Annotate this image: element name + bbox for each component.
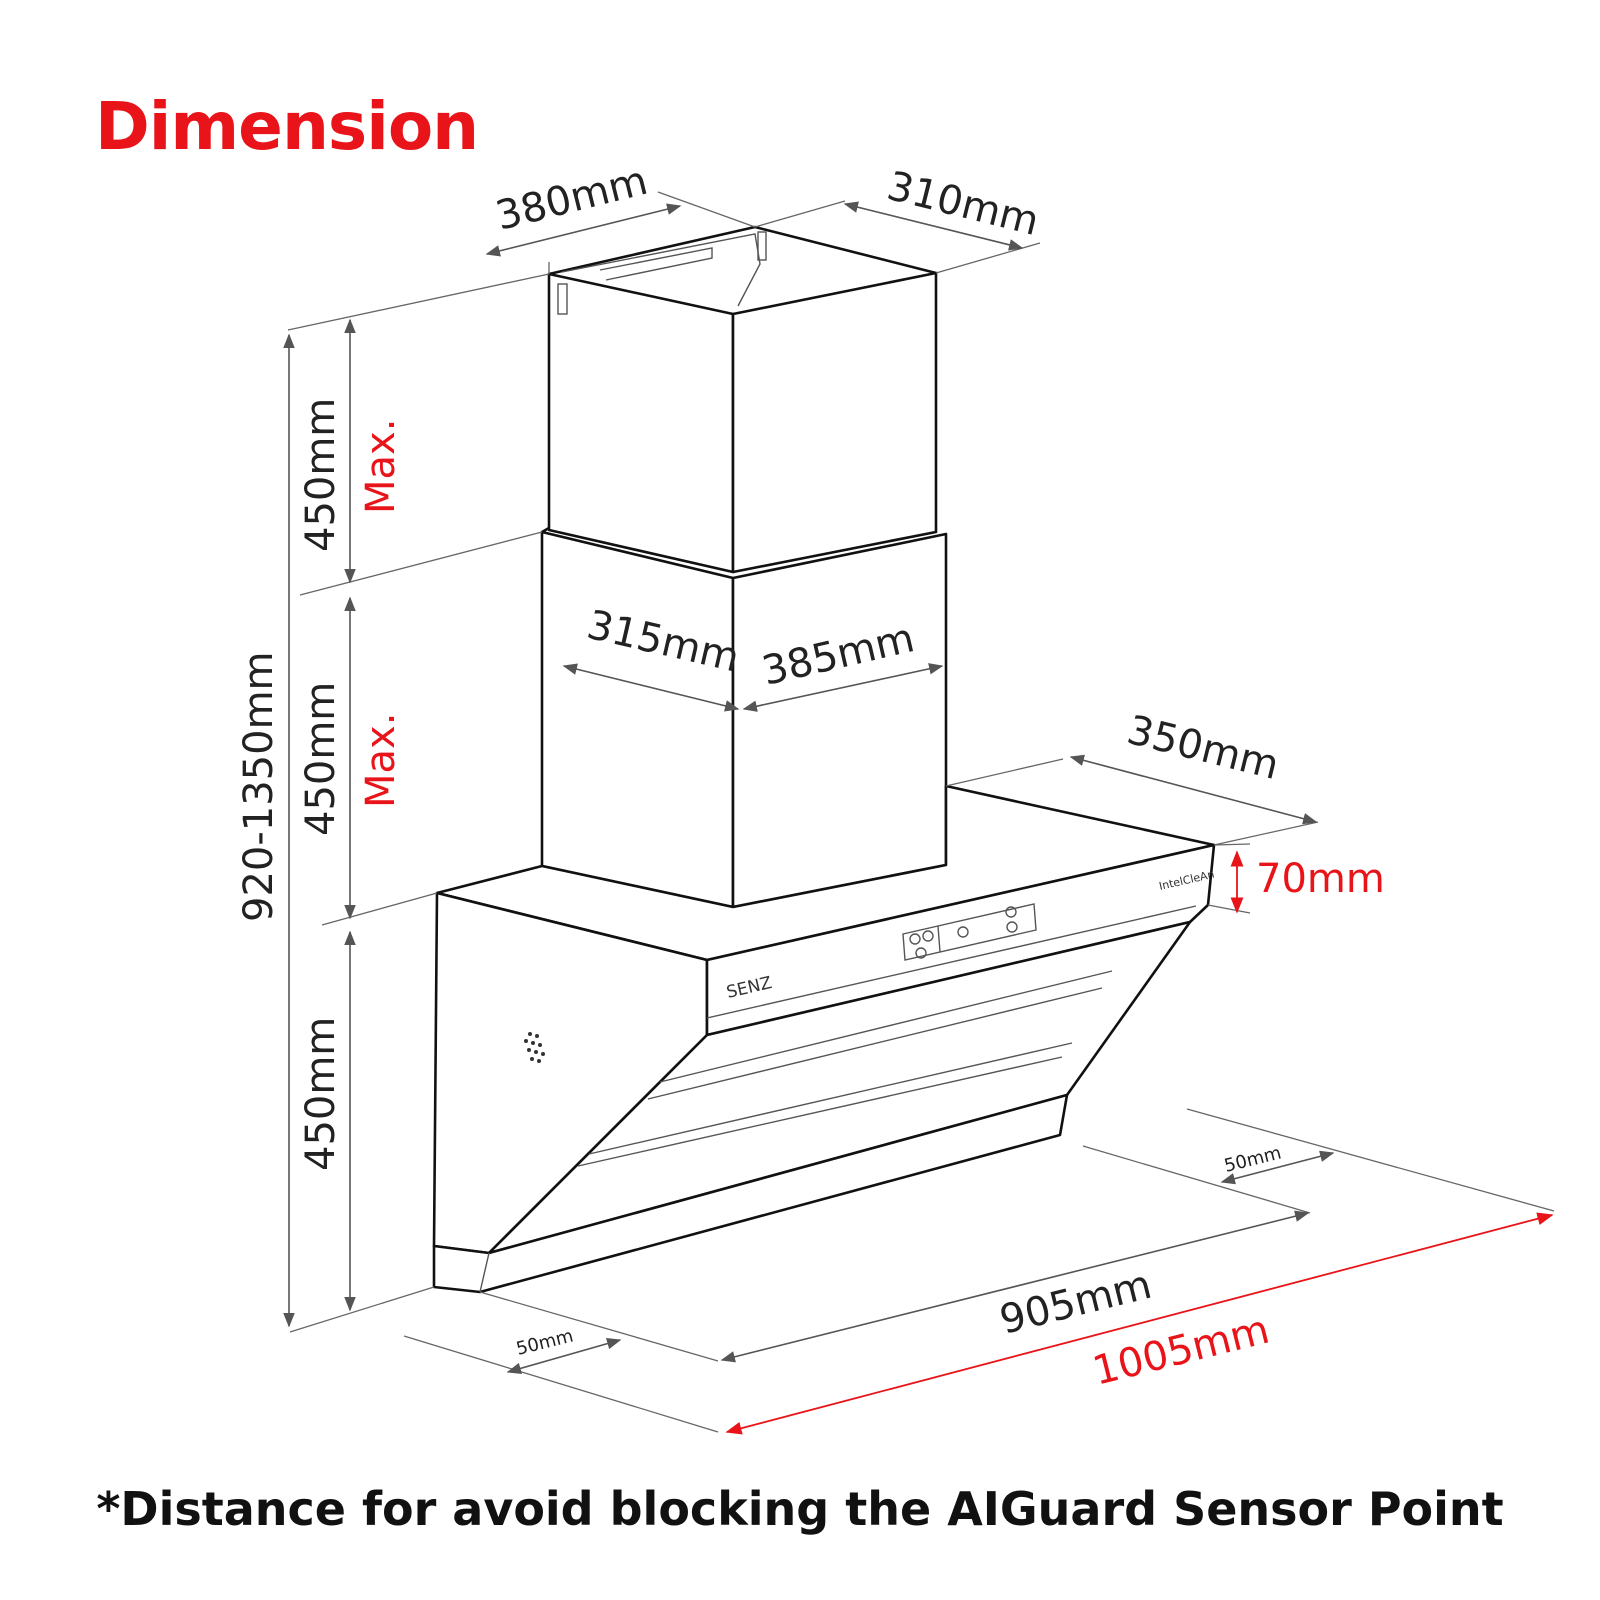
upper-chimney-top-rim xyxy=(548,225,937,276)
label-max-lower: Max. xyxy=(358,713,404,808)
glass-stripe-1 xyxy=(659,970,1113,1083)
upper-chimney-clip-right xyxy=(757,231,767,261)
label-total-width: 1005mm xyxy=(1088,1307,1274,1395)
power-icon[interactable] xyxy=(957,926,969,938)
touch-panel-divider xyxy=(937,925,941,953)
aiguard-sensor-grille xyxy=(524,1032,545,1063)
glass-stripe-3 xyxy=(588,1042,1073,1155)
arrow-top-depth xyxy=(485,203,682,257)
diagram-title: Dimension xyxy=(95,88,479,165)
label-hood-width: 905mm xyxy=(995,1262,1156,1344)
upper-chimney xyxy=(547,225,938,574)
fan-icon[interactable] xyxy=(909,933,921,945)
extension-lines xyxy=(287,191,1555,1433)
glass-stripe-4 xyxy=(577,1056,1063,1167)
hood-control-band xyxy=(705,843,1216,1037)
label-top-depth: 380mm xyxy=(491,158,652,240)
arrow-top-width xyxy=(843,201,1024,251)
upper-chimney-clip-left xyxy=(557,283,568,315)
label-max-upper: Max. xyxy=(358,419,404,514)
hood-body: SENZ IntelCleAn xyxy=(432,784,1216,1294)
clean-icon[interactable] xyxy=(1006,921,1018,933)
glass-stripe-2 xyxy=(647,987,1103,1100)
footnote: *Distance for avoid blocking the AIGuard… xyxy=(96,1482,1504,1536)
control-band-lower-line xyxy=(706,905,1197,1019)
upper-chimney-left-face xyxy=(547,272,735,574)
upper-chimney-bracket xyxy=(599,247,713,281)
label-clearance-right: 50mm xyxy=(1222,1142,1283,1176)
arrow-hood-depth xyxy=(1069,754,1318,825)
label-hood-height: 450mm xyxy=(298,1017,344,1171)
arrow-clearance-right xyxy=(1220,1150,1335,1185)
upper-chimney-right-face xyxy=(731,271,938,574)
arrow-lower-width xyxy=(742,663,944,712)
label-total-height: 920-1350mm xyxy=(236,651,282,922)
arrow-clearance-left xyxy=(506,1338,622,1374)
lower-chimney-left-face xyxy=(540,530,735,909)
lower-chimney xyxy=(540,526,948,909)
label-hood-thickness: 70mm xyxy=(1256,856,1385,902)
lower-chimney-joint-left xyxy=(541,526,550,534)
label-lower-height: 450mm xyxy=(298,682,344,836)
lower-chimney-right-face xyxy=(731,532,948,909)
light-icon[interactable] xyxy=(915,947,927,959)
arrow-lower-depth xyxy=(562,663,740,712)
speed-icon[interactable] xyxy=(922,930,934,942)
timer-icon[interactable] xyxy=(1005,906,1017,918)
touch-panel-outline xyxy=(902,903,1037,961)
hood-bottom-lip-corner xyxy=(479,1252,490,1293)
control-panel xyxy=(902,903,1037,961)
arrow-total-width xyxy=(725,1212,1554,1435)
label-upper-height: 450mm xyxy=(298,398,344,552)
dimension-arrows xyxy=(283,201,1554,1435)
